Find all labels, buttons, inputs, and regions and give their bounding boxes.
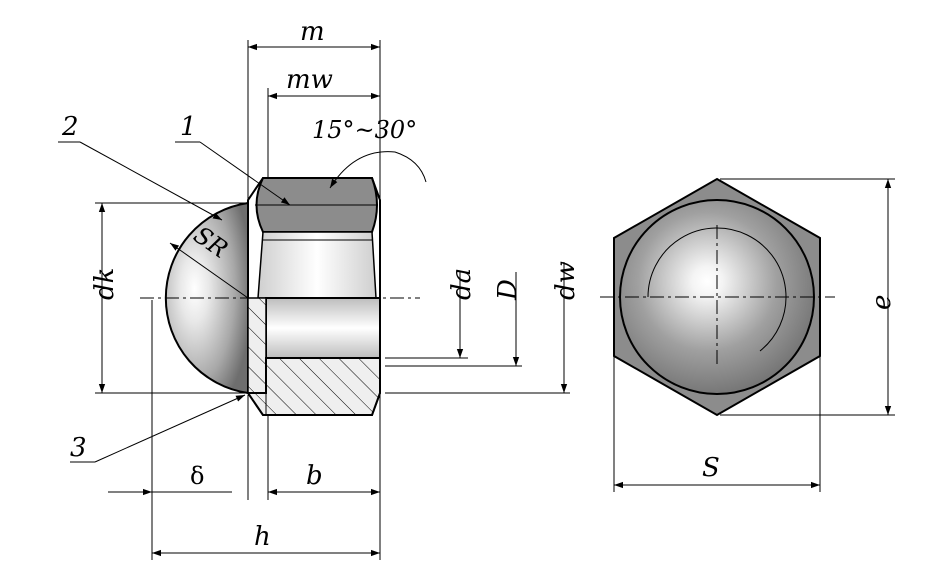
label-mw: mw	[286, 65, 333, 95]
label-S: S	[702, 453, 720, 483]
callout-3: 3	[70, 433, 87, 463]
label-angle: 15°~30°	[312, 116, 417, 144]
label-m: m	[300, 17, 325, 47]
label-D: D	[493, 279, 523, 301]
bore	[265, 297, 381, 359]
dome-cap	[164, 201, 249, 395]
section-left	[247, 297, 267, 394]
callout-2: 2	[61, 112, 79, 142]
front-view: e S	[600, 177, 897, 492]
label-e: e	[867, 295, 897, 310]
label-dw: dw	[551, 261, 581, 300]
callout-1: 1	[180, 112, 197, 142]
section-lower	[246, 357, 381, 416]
label-da: da	[447, 268, 477, 300]
side-view	[140, 177, 420, 416]
label-h: h	[254, 522, 271, 552]
inner-cavity	[257, 231, 377, 299]
label-delta: δ	[190, 462, 204, 490]
label-b: b	[306, 461, 323, 491]
label-dk: dk	[90, 268, 120, 300]
